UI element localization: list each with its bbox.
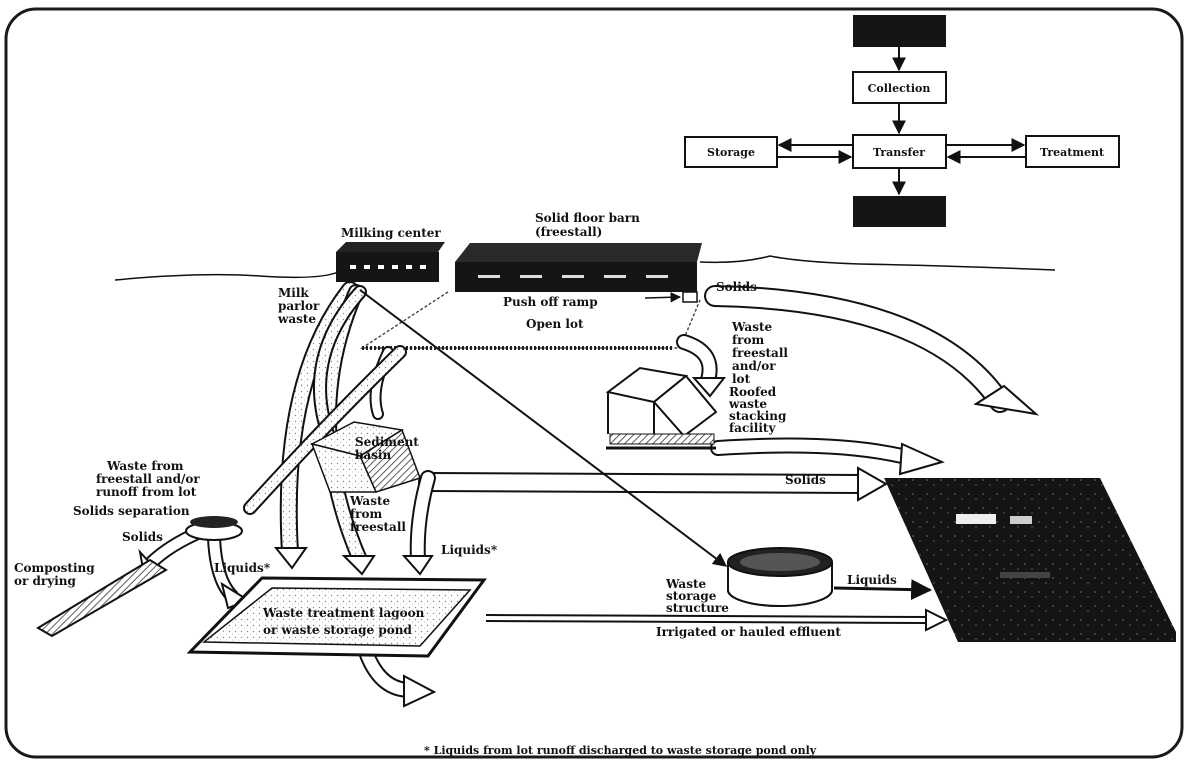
push-off-ramp <box>683 292 697 302</box>
svg-text:from: from <box>732 333 764 347</box>
label-solids-middle: Solids <box>785 473 826 487</box>
waste-storage-structure <box>728 548 832 606</box>
svg-text:Sediment: Sediment <box>355 435 419 449</box>
svg-text:facility: facility <box>729 421 776 435</box>
svg-text:runoff from lot: runoff from lot <box>96 485 197 499</box>
label-solid-floor-barn-1: Solid floor barn <box>535 211 640 225</box>
svg-text:freestall: freestall <box>732 346 788 360</box>
solids-separation-unit <box>186 516 242 540</box>
label-liquids-left: Liquids* <box>214 561 271 575</box>
svg-text:basin: basin <box>355 448 391 462</box>
outer-frame <box>6 9 1182 757</box>
label-solids-top: Solids <box>716 280 757 294</box>
label-milking-center: Milking center <box>341 226 441 240</box>
label-solids-left: Solids <box>122 530 163 544</box>
svg-text:Waste from: Waste from <box>106 459 184 473</box>
svg-text:Waste: Waste <box>349 494 391 508</box>
label-push-off-ramp: Push off ramp <box>503 295 598 309</box>
flow-node-production <box>853 15 946 47</box>
svg-text:Waste treatment lagoon: Waste treatment lagoon <box>262 606 425 620</box>
solid-floor-barn <box>455 243 702 292</box>
flow-label-treatment: Treatment <box>1040 146 1105 159</box>
footnote: * Liquids from lot runoff discharged to … <box>424 744 817 757</box>
svg-text:structure: structure <box>666 601 729 615</box>
label-open-lot: Open lot <box>526 317 584 331</box>
label-liquids-right: Liquids <box>847 573 897 587</box>
label-solids-separation: Solids separation <box>73 504 190 518</box>
svg-text:Waste: Waste <box>731 320 773 334</box>
svg-text:Composting: Composting <box>14 561 95 575</box>
svg-text:freestall and/or: freestall and/or <box>96 472 200 486</box>
flow-node-utilization <box>853 196 946 227</box>
arrow-storage-to-field <box>834 588 930 590</box>
svg-text:or waste storage pond: or waste storage pond <box>263 623 412 637</box>
svg-text:Milk: Milk <box>278 286 309 300</box>
milking-center <box>336 242 445 282</box>
svg-text:lot: lot <box>732 372 751 386</box>
push-off-ramp-pointer <box>645 297 680 298</box>
label-irrigated: Irrigated or hauled effluent <box>656 625 841 639</box>
label-solid-floor-barn-2: (freestall) <box>535 225 602 239</box>
flow-label-collection: Collection <box>868 82 931 95</box>
flow-label-transfer: Transfer <box>873 146 925 159</box>
svg-text:parlor: parlor <box>278 299 320 313</box>
svg-text:waste: waste <box>277 312 316 326</box>
svg-text:and/or: and/or <box>732 359 776 373</box>
svg-text:freestall: freestall <box>350 520 406 534</box>
label-liquids-center: Liquids* <box>441 543 498 557</box>
svg-text:from: from <box>350 507 382 521</box>
flow-label-storage: Storage <box>707 146 755 159</box>
svg-text:or drying: or drying <box>14 574 76 588</box>
